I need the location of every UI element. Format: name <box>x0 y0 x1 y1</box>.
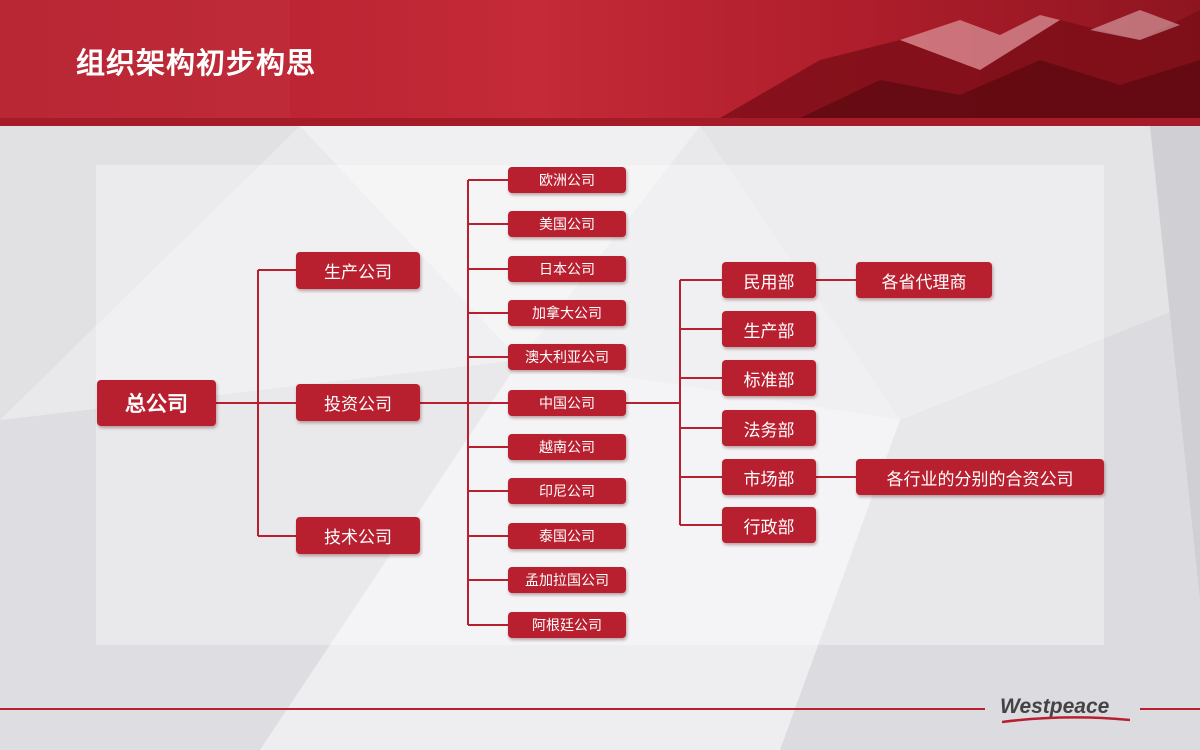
node-japan-company: 日本公司 <box>508 256 626 282</box>
node-europe-company: 欧洲公司 <box>508 167 626 193</box>
header-banner: 组织架构初步构思 <box>0 0 1200 118</box>
node-argentina-company: 阿根廷公司 <box>508 612 626 638</box>
node-vietnam-company: 越南公司 <box>508 434 626 460</box>
node-indonesia-company: 印尼公司 <box>508 478 626 504</box>
node-production-dept: 生产部 <box>722 311 816 347</box>
node-headquarters: 总公司 <box>97 380 216 426</box>
node-production-company: 生产公司 <box>296 252 420 289</box>
node-australia-company: 澳大利亚公司 <box>508 344 626 370</box>
node-marketing-dept: 市场部 <box>722 459 816 495</box>
node-bangladesh-company: 孟加拉国公司 <box>508 567 626 593</box>
header-texture <box>0 0 1200 118</box>
node-standards-dept: 标准部 <box>722 360 816 396</box>
node-canada-company: 加拿大公司 <box>508 300 626 326</box>
node-china-company: 中国公司 <box>508 390 626 416</box>
node-investment-company: 投资公司 <box>296 384 420 421</box>
node-admin-dept: 行政部 <box>722 507 816 543</box>
node-thailand-company: 泰国公司 <box>508 523 626 549</box>
logo-text: Westpeace <box>1000 695 1110 718</box>
node-provincial-agents: 各省代理商 <box>856 262 992 298</box>
node-industry-joint-ventures: 各行业的分别的合资公司 <box>856 459 1104 495</box>
header-stripe <box>0 118 1200 126</box>
logo-swoosh-icon <box>1002 716 1130 724</box>
node-civil-dept: 民用部 <box>722 262 816 298</box>
node-legal-dept: 法务部 <box>722 410 816 446</box>
westpeace-logo: Westpeace <box>1000 692 1132 726</box>
footer-line-left <box>0 708 985 710</box>
page-title: 组织架构初步构思 <box>76 46 317 80</box>
footer-line-right <box>1140 708 1200 710</box>
node-usa-company: 美国公司 <box>508 211 626 237</box>
node-technology-company: 技术公司 <box>296 517 420 554</box>
